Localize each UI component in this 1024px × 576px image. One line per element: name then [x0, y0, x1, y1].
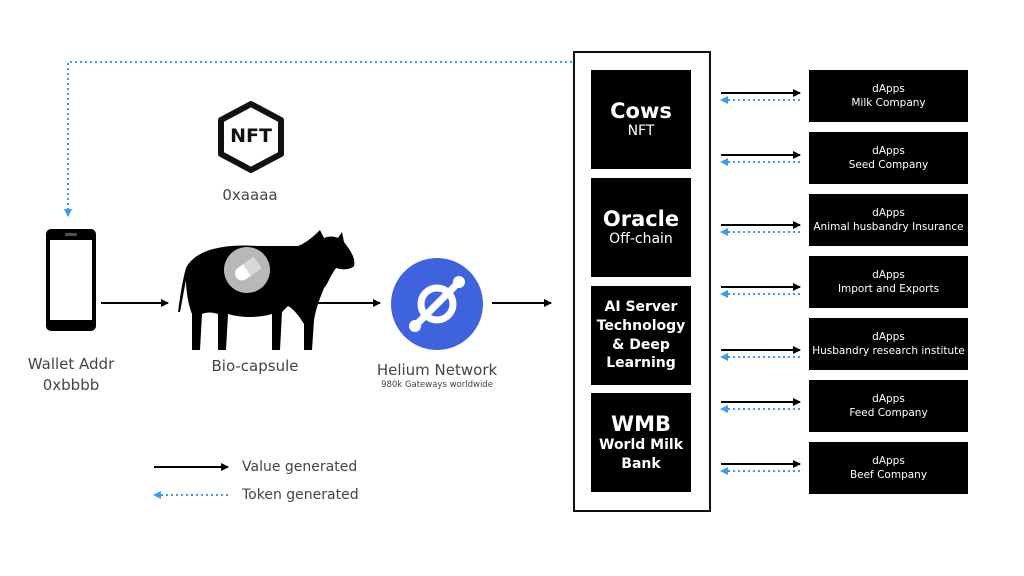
oracle-block: Oracle Off-chain	[591, 178, 691, 277]
dapp-name: Feed Company	[849, 407, 928, 419]
cows-nft-block: Cows NFT	[591, 70, 691, 169]
dapp-milk-company: dApps Milk Company	[809, 70, 968, 122]
legend-token-label: Token generated	[242, 487, 359, 503]
ai-line-2: Technology	[596, 317, 686, 334]
nft-address: 0xaaaa	[222, 186, 278, 204]
legend-value-label: Value generated	[242, 459, 358, 475]
smartphone-icon	[46, 229, 96, 331]
wallet-address: 0xbbbb	[42, 376, 100, 394]
bio-capsule-label: Bio-capsule	[211, 357, 299, 375]
helium-logo-icon	[389, 256, 485, 352]
dapp-import-exports: dApps Import and Exports	[809, 256, 968, 308]
nft-badge-text: NFT	[230, 125, 272, 147]
blockchain-container	[573, 51, 711, 512]
dapp-name: Animal husbandry Insurance	[813, 221, 964, 233]
wmb-subtitle-1: World Milk	[599, 436, 683, 453]
cow-icon	[178, 228, 358, 352]
oracle-subtitle: Off-chain	[609, 231, 673, 248]
dapp-arrows	[720, 89, 801, 475]
dapp-name: Husbandry research institute	[812, 345, 965, 357]
ai-line-1: AI Server	[604, 298, 678, 315]
dapp-tag: dApps	[872, 206, 905, 219]
ai-server-block: AI Server Technology & Deep Learning	[591, 286, 691, 385]
wmb-title: WMB	[610, 411, 672, 436]
dapp-name: Milk Company	[851, 97, 926, 109]
dapp-research-institute: dApps Husbandry research institute	[809, 318, 968, 370]
wmb-block: WMB World Milk Bank	[591, 393, 691, 492]
oracle-title: Oracle	[602, 207, 680, 232]
dapp-tag: dApps	[872, 392, 905, 405]
dapp-seed-company: dApps Seed Company	[809, 132, 968, 184]
ai-line-3: & Deep	[612, 336, 670, 353]
dapp-tag: dApps	[872, 330, 905, 343]
cows-subtitle: NFT	[627, 123, 655, 140]
dapp-name: Import and Exports	[837, 283, 940, 295]
nft-badge-icon: NFT	[217, 101, 285, 173]
dapp-tag: dApps	[872, 268, 905, 281]
dapp-tag: dApps	[872, 82, 905, 95]
dapp-name: Seed Company	[848, 159, 929, 171]
dapp-tag: dApps	[872, 144, 905, 157]
dapp-beef-company: dApps Beef Company	[809, 442, 968, 494]
token-return-arrow	[64, 61, 572, 217]
ai-line-4: Learning	[606, 355, 676, 372]
dapp-feed-company: dApps Feed Company	[809, 380, 968, 432]
wallet-label: Wallet Addr	[27, 355, 115, 373]
dapp-insurance: dApps Animal husbandry Insurance	[809, 194, 968, 246]
helium-label: Helium Network	[376, 361, 498, 379]
wmb-subtitle-2: Bank	[621, 455, 661, 472]
dapp-name: Beef Company	[849, 469, 928, 481]
dapp-tag: dApps	[872, 454, 905, 467]
cows-title: Cows	[610, 99, 672, 124]
helium-sublabel: 980k Gateways worldwide	[381, 380, 493, 390]
